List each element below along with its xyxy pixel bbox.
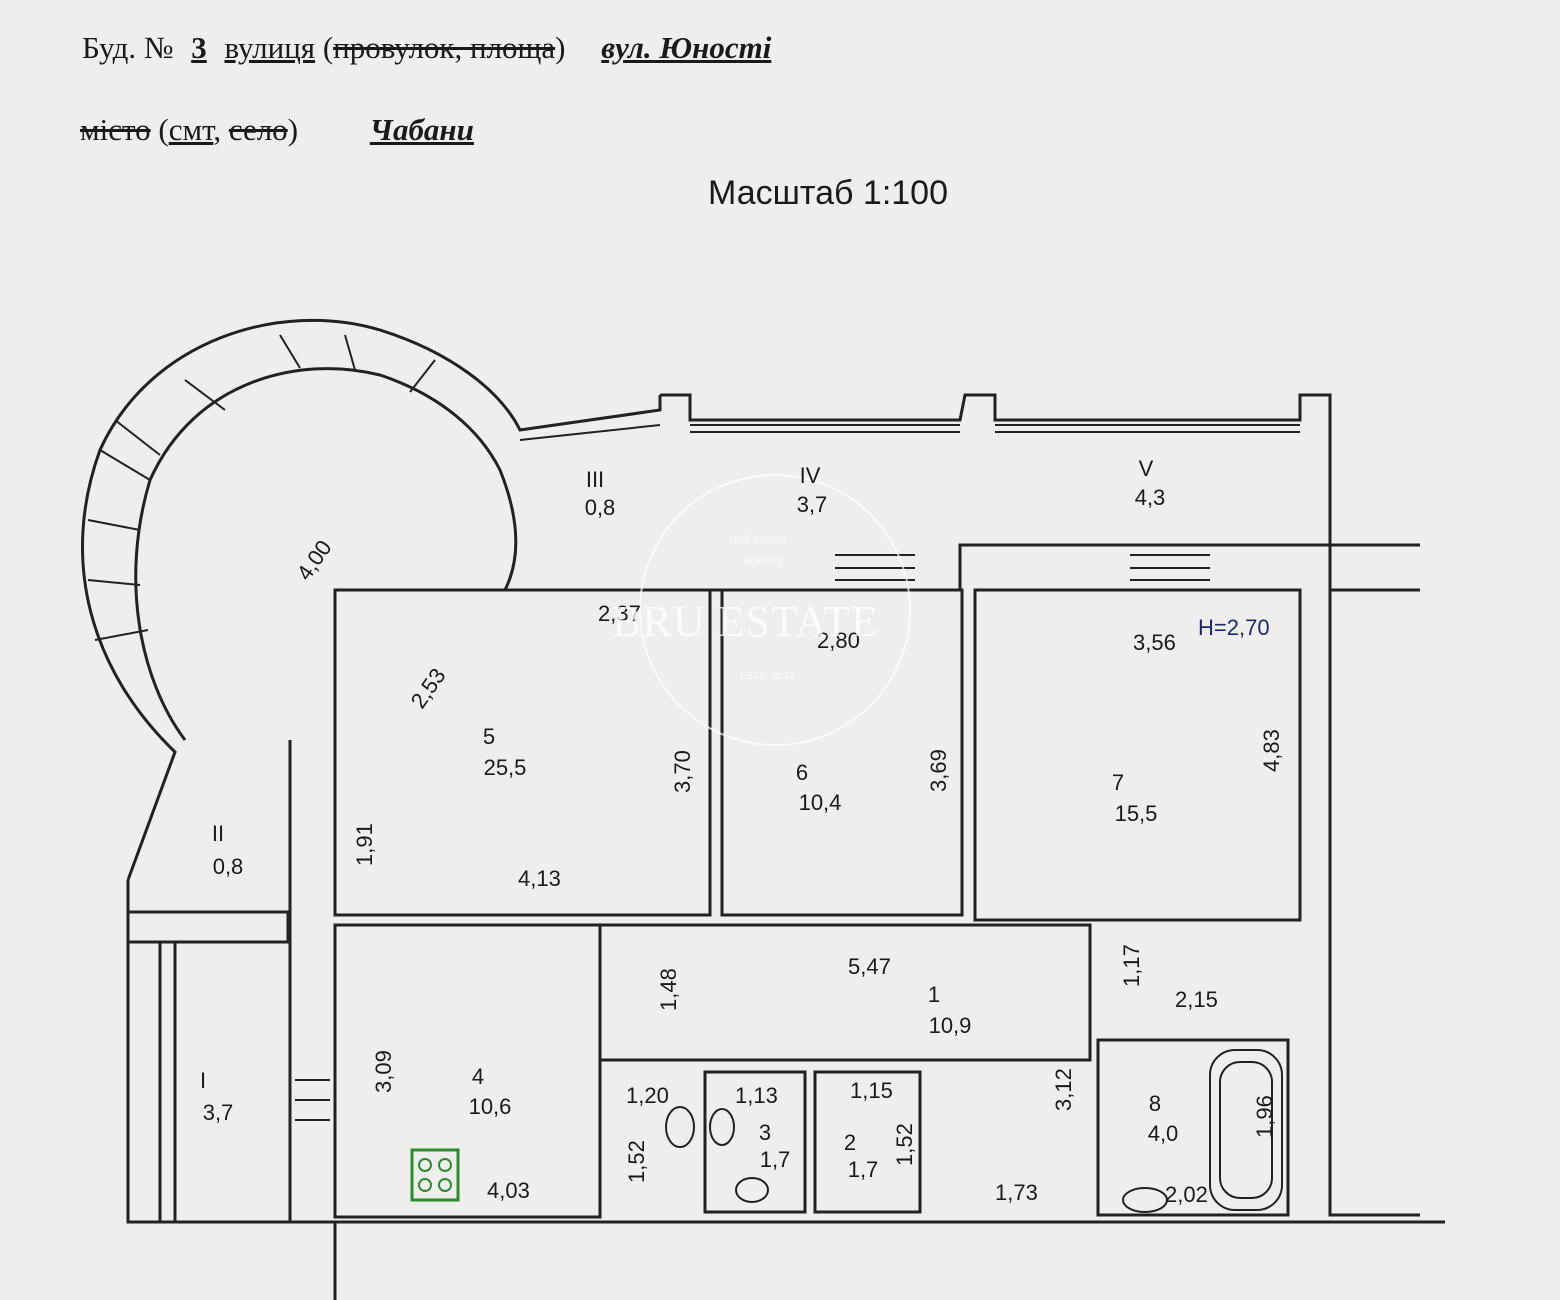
- scale-label: Масштаб 1:100: [708, 174, 948, 212]
- room-id: 7: [1112, 770, 1124, 795]
- ceiling-height: H=2,70: [1198, 615, 1270, 640]
- room-id: III: [586, 467, 604, 492]
- dim-label: 2,80: [817, 628, 860, 653]
- dim-label: 1,52: [624, 1140, 649, 1183]
- sink-icon: [709, 1108, 735, 1146]
- balcony-rails: [519, 424, 1300, 441]
- inner-walls: [126, 588, 1302, 1222]
- dim-label: 1,91: [352, 823, 377, 866]
- watermark-circle: [639, 474, 911, 746]
- street-value: вул. Юності: [601, 30, 772, 65]
- room-area: 0,8: [585, 495, 616, 520]
- toilet-icon: [735, 1177, 769, 1203]
- street-alt: провулок, площа: [333, 30, 556, 65]
- dim-label: 3,12: [1051, 1068, 1076, 1111]
- dim-label: 1,48: [656, 968, 681, 1011]
- building-number: 3: [191, 30, 207, 65]
- room-area: 3,7: [203, 1100, 234, 1125]
- paren-close: ): [287, 112, 299, 147]
- address-line: Буд. № 3 вулиця (провулок, площа) вул. Ю…: [82, 30, 771, 66]
- dim-label: 2,53: [406, 663, 451, 712]
- building-label: Буд. №: [82, 30, 174, 65]
- dim-label: 3,56: [1133, 630, 1176, 655]
- dim-label: 1,96: [1252, 1095, 1277, 1138]
- street-label: вулиця: [224, 30, 316, 65]
- bathtub: [1209, 1049, 1283, 1211]
- dim-label: 4,13: [518, 866, 561, 891]
- dim-label: 1,73: [995, 1180, 1038, 1205]
- room-id: I: [200, 1068, 206, 1093]
- dim-label: 1,15: [850, 1078, 893, 1103]
- room-id: V: [1139, 456, 1154, 481]
- bathtub-inner: [1219, 1061, 1273, 1199]
- room-id: 6: [796, 760, 808, 785]
- dim-label: 1,20: [626, 1083, 669, 1108]
- dim-label: 4,03: [487, 1178, 530, 1203]
- dim-label: 1,17: [1119, 944, 1144, 987]
- dim-label: 4,83: [1259, 729, 1284, 772]
- dim-label: 2,15: [1175, 987, 1218, 1012]
- city-alt-1: смт: [168, 112, 214, 147]
- city-alt-2: село: [228, 112, 288, 147]
- sink-icon: [1122, 1187, 1168, 1213]
- room-id: 1: [928, 982, 940, 1007]
- sink-icon: [665, 1106, 695, 1148]
- city-line: місто (смт, село) Чабани: [80, 112, 474, 148]
- dim-label: 2,02: [1165, 1182, 1208, 1207]
- bay-outer-wall: [81, 318, 662, 881]
- paren-open: (: [158, 112, 169, 147]
- room-id: 4: [472, 1064, 484, 1089]
- dim-label: 3,69: [926, 749, 951, 792]
- room-area: 1,7: [848, 1157, 879, 1182]
- room-area: 15,5: [1115, 801, 1158, 826]
- room-area: 10,6: [469, 1094, 512, 1119]
- room-area: 4,3: [1135, 485, 1166, 510]
- room-id: II: [212, 821, 224, 846]
- room-area: 10,9: [929, 1013, 972, 1038]
- dim-label: 2,37: [598, 601, 641, 626]
- city-value: Чабани: [369, 112, 474, 147]
- watermark-line1: real estate: [730, 532, 787, 546]
- dim-label: 3,09: [371, 1050, 396, 1093]
- city-label: місто: [80, 112, 151, 147]
- stove-icon: [410, 1148, 460, 1202]
- room-area: 25,5: [484, 755, 527, 780]
- room-id: 5: [483, 724, 495, 749]
- comma: ,: [213, 112, 222, 147]
- room-area: 1,7: [760, 1147, 791, 1172]
- bay-window-segments: [87, 334, 436, 641]
- watermark-estd: ESTD. 2012: [740, 671, 795, 682]
- room-area: 0,8: [213, 854, 244, 879]
- room-labels: III 0,8 IV 3,7 V 4,3 5 25,5 6 10,4 7 15,…: [200, 456, 1178, 1182]
- room-id: 2: [844, 1130, 856, 1155]
- room-id: IV: [800, 463, 821, 488]
- threshold-marks: [295, 554, 1210, 1121]
- room-area: 4,0: [1148, 1121, 1179, 1146]
- dim-label: 3,70: [670, 750, 695, 793]
- watermark-line2: agency: [744, 553, 783, 567]
- watermark-brand: BRU ESTATE: [612, 597, 879, 646]
- dimension-labels: 2,37 2,80 3,56 4,13 5,47 2,15 1,20 1,13 …: [487, 601, 1218, 1207]
- paren-close: ): [555, 30, 566, 65]
- dim-label: 1,13: [735, 1083, 778, 1108]
- outer-walls: [126, 393, 1445, 1300]
- dim-label: 1,52: [892, 1123, 917, 1166]
- room-id: 8: [1149, 1091, 1161, 1116]
- paren-open: (: [322, 30, 334, 65]
- room-area: 3,7: [797, 492, 828, 517]
- dim-label: 4,00: [292, 535, 337, 584]
- bay-inner-wall: [134, 367, 518, 741]
- room-id: 3: [759, 1120, 771, 1145]
- dim-label: 5,47: [848, 954, 891, 979]
- room-area: 10,4: [799, 790, 842, 815]
